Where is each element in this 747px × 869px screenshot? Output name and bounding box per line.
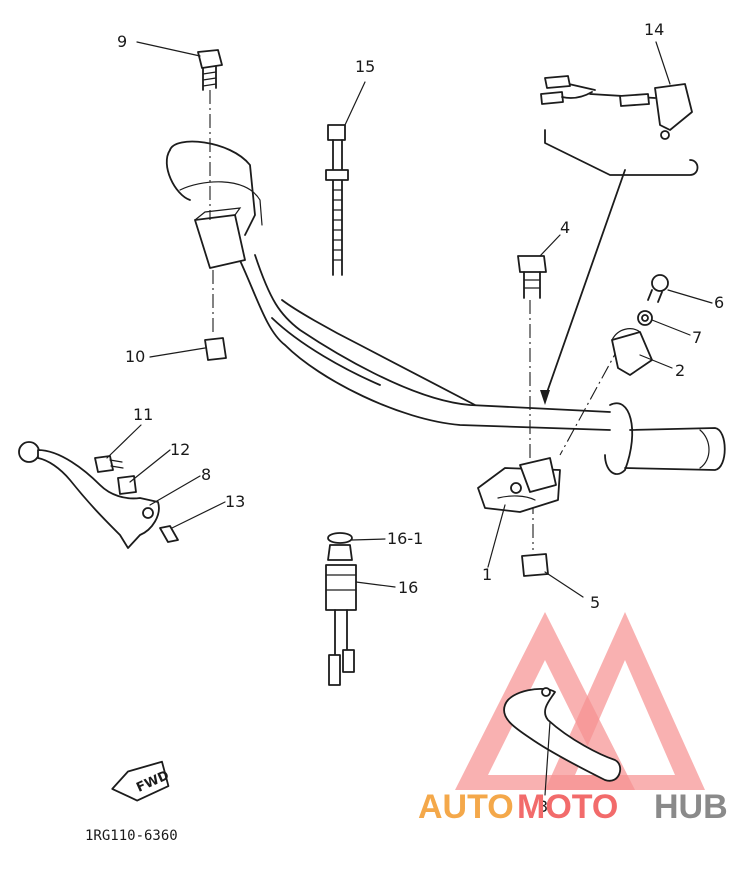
callout-13: 13 xyxy=(225,492,245,511)
handlebar-switch-14 xyxy=(540,75,693,140)
switch-16 xyxy=(325,532,357,686)
lever-3 xyxy=(503,687,622,782)
watermark-text: AUTO MOTO HUB xyxy=(418,788,728,826)
callout-8: 8 xyxy=(201,465,211,484)
callouts: 9 10 15 14 4 6 7 2 1 5 3 11 12 8 13 16-1… xyxy=(117,20,724,816)
callout-2: 2 xyxy=(675,361,685,380)
fwd-arrow: FWD xyxy=(111,760,172,802)
callout-6: 6 xyxy=(714,293,724,312)
callout-5: 5 xyxy=(590,593,600,612)
leader-lines xyxy=(106,41,713,796)
washer-7 xyxy=(637,310,653,326)
lever-8 xyxy=(18,441,160,549)
guide-line-2 xyxy=(559,344,621,456)
watermark-hub: HUB xyxy=(654,788,728,826)
screw-6 xyxy=(647,274,669,303)
callout-12: 12 xyxy=(170,440,190,459)
callout-9: 9 xyxy=(117,32,127,51)
clamp-2 xyxy=(611,328,653,376)
left-grip-holder xyxy=(179,181,263,269)
callout-16: 16 xyxy=(398,578,418,597)
nut-10 xyxy=(204,337,227,361)
bolt-4 xyxy=(517,255,547,299)
callout-3: 3 xyxy=(538,797,548,816)
callout-4: 4 xyxy=(560,218,570,237)
cable-tie-15 xyxy=(325,124,349,276)
watermark-moto: MOTO xyxy=(517,788,618,826)
bolt-11 xyxy=(94,455,124,473)
callout-7: 7 xyxy=(692,328,702,347)
callout-10: 10 xyxy=(125,347,145,366)
screw-13 xyxy=(159,525,179,543)
callout-1: 1 xyxy=(482,565,492,584)
watermark-auto: AUTO xyxy=(418,788,514,826)
callout-11: 11 xyxy=(133,405,153,424)
figure-code: 1RG110-6360 xyxy=(85,828,178,844)
callout-14: 14 xyxy=(644,20,664,39)
lever-bracket-1 xyxy=(477,457,561,513)
bolt-9 xyxy=(197,49,223,91)
callout-15: 15 xyxy=(355,57,375,76)
nut-5 xyxy=(521,553,549,577)
callout-16-1: 16-1 xyxy=(387,529,423,548)
switch-detail-bracket xyxy=(540,129,699,405)
handlebar xyxy=(165,140,726,475)
